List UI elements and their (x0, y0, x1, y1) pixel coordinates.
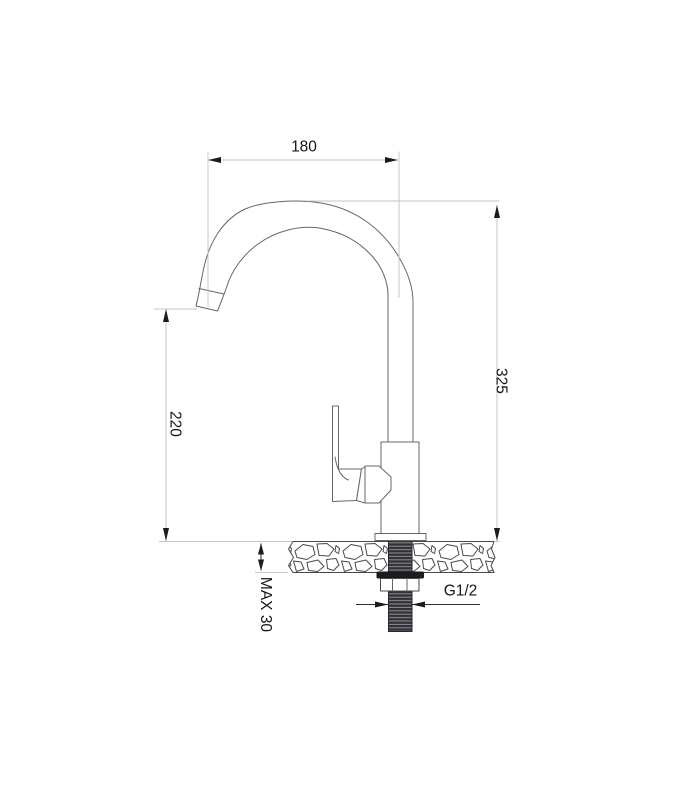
dim-arrow-down-icon (163, 528, 169, 541)
dim-arrow-up-icon (258, 543, 264, 555)
dim-overall-height-label: 325 (492, 368, 509, 394)
dim-arrow-down-icon (258, 559, 264, 571)
dim-deck-thickness: MAX 30 (257, 543, 274, 632)
base-plate (374, 533, 427, 541)
washer (376, 571, 424, 579)
dim-thread-size-label: G1/2 (444, 583, 478, 600)
dim-thread-size: G1/2 (356, 583, 480, 608)
handle-curve-line (334, 456, 349, 481)
dim-arrow-right-icon (375, 601, 388, 608)
dim-spout-reach: 180 (208, 139, 398, 163)
mounting-nut (380, 578, 420, 592)
dim-arrow-left-icon (208, 157, 221, 163)
spout-outline (195, 200, 414, 443)
dim-arrow-right-icon (385, 157, 398, 163)
dim-arrow-up-icon (163, 309, 169, 322)
dim-arrow-left-icon (412, 601, 425, 608)
dim-arrow-down-icon (494, 528, 500, 541)
dim-spout-reach-label: 180 (291, 139, 317, 156)
dim-spout-height: 220 (163, 309, 183, 541)
handle-lever (332, 405, 362, 502)
aerator-band-line (198, 288, 225, 295)
cartridge-housing (364, 465, 392, 504)
dim-arrow-up-icon (494, 205, 500, 218)
extension-lines (154, 151, 500, 573)
dim-spout-height-label: 220 (166, 411, 183, 437)
dim-overall-height: 325 (492, 205, 509, 541)
dim-deck-thickness-label: MAX 30 (257, 577, 274, 633)
